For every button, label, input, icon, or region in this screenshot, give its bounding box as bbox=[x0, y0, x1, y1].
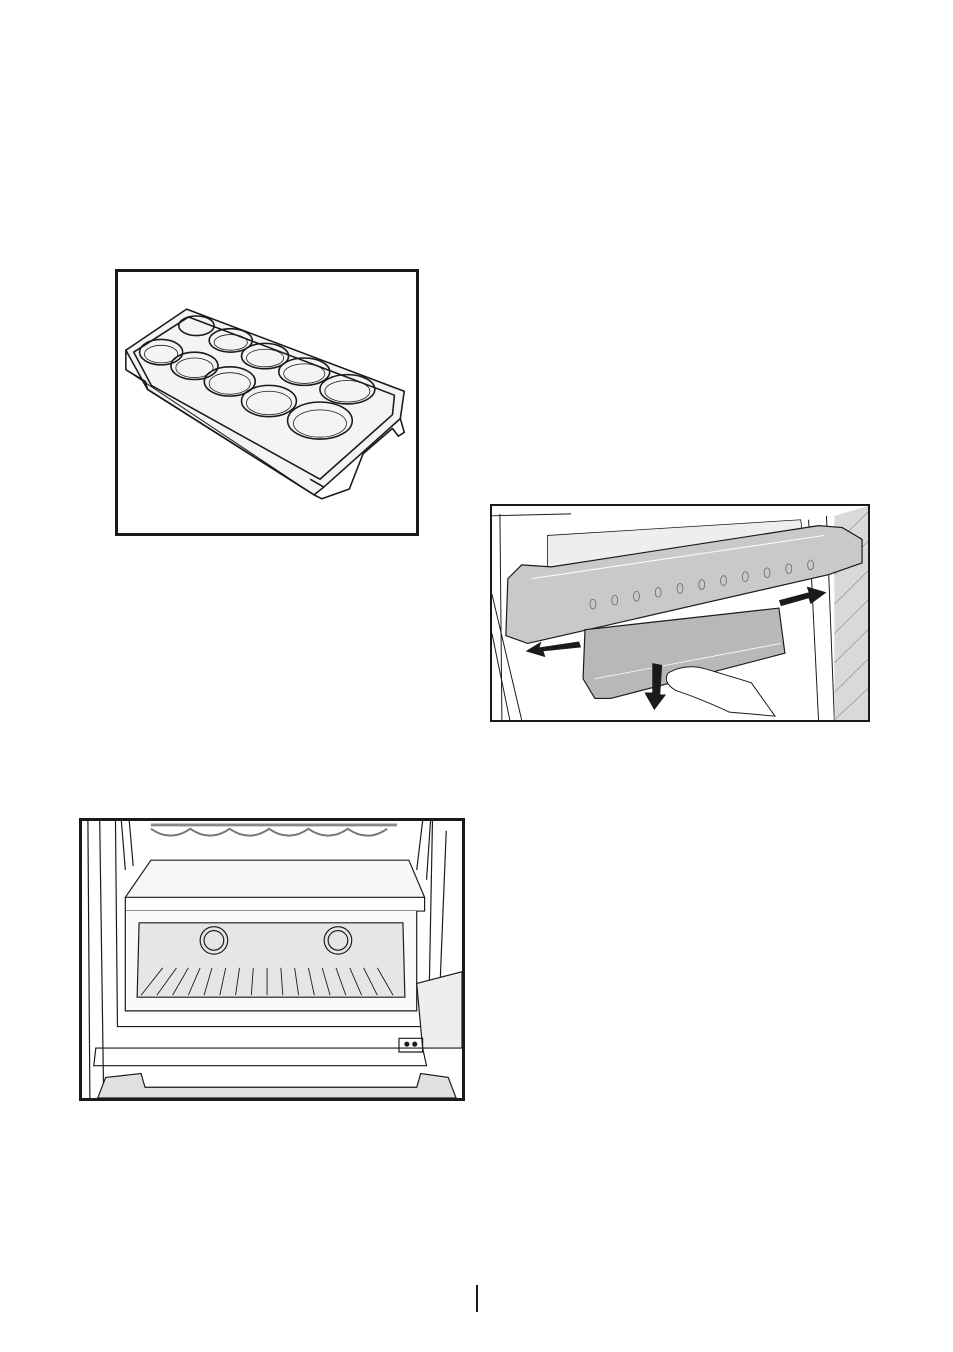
page-number-divider bbox=[476, 1285, 478, 1312]
door-shelf-figure bbox=[490, 504, 870, 722]
egg-tray-figure bbox=[115, 269, 419, 536]
door-shelf-removal-icon bbox=[492, 506, 868, 720]
freezer-drawer-icon bbox=[82, 821, 462, 1098]
egg-tray-icon bbox=[118, 272, 416, 533]
freezer-drawer-figure bbox=[79, 818, 465, 1101]
